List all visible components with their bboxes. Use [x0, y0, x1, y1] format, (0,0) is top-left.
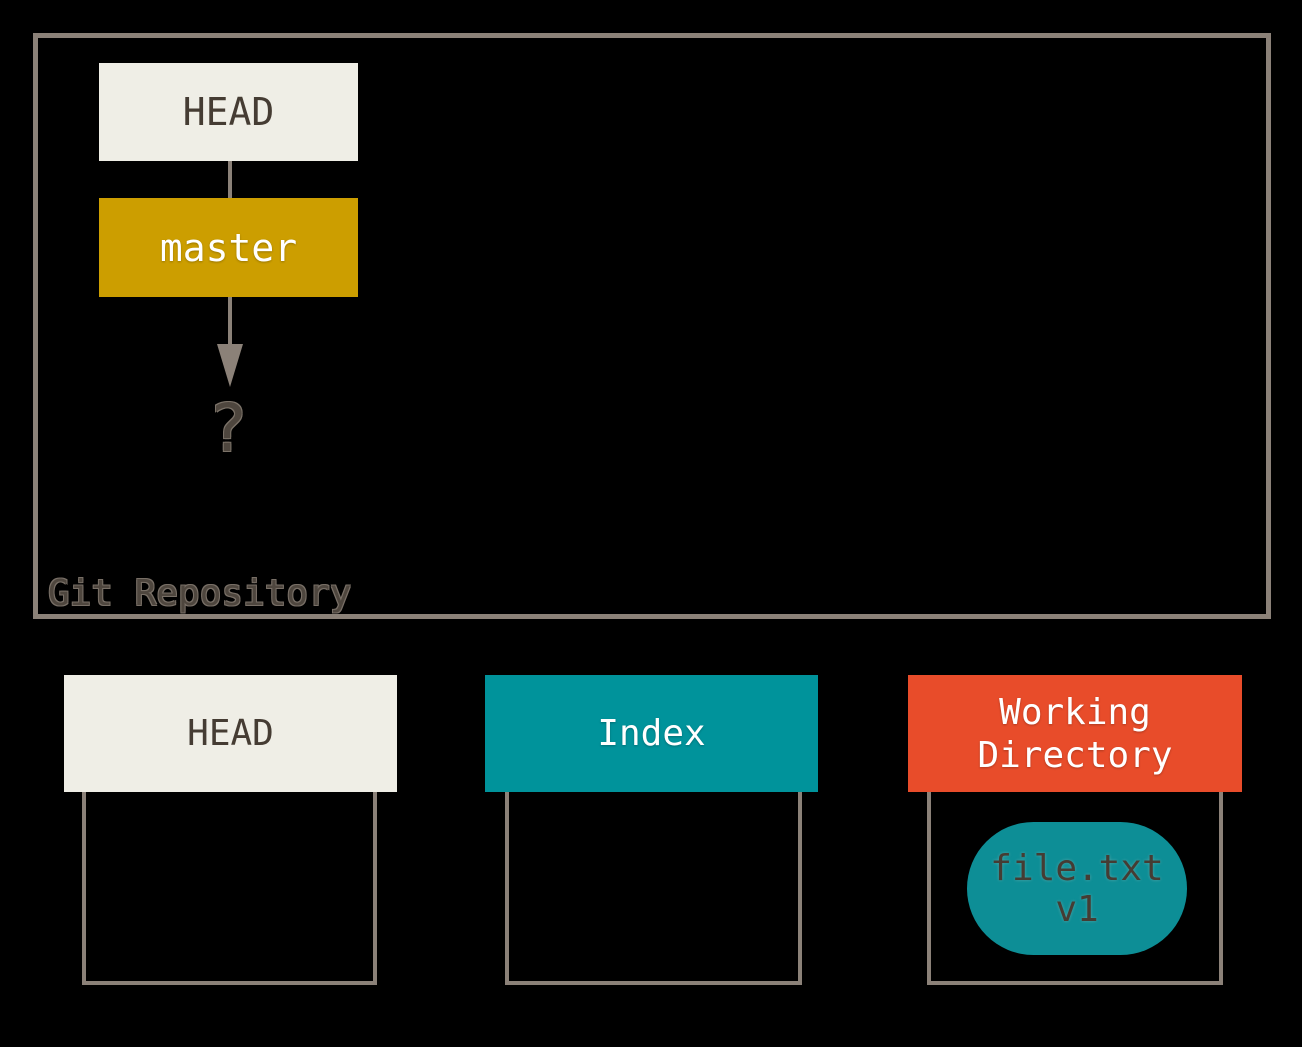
master-branch-label: master — [159, 225, 298, 270]
master-branch-box: master — [99, 198, 358, 297]
file-blob-version: v1 — [1055, 888, 1099, 930]
git-repository-panel — [33, 33, 1271, 619]
working-directory-column-label: Working Directory — [977, 691, 1173, 776]
file-blob-name: file.txt — [990, 847, 1164, 889]
unknown-commit-placeholder: ? — [208, 390, 248, 467]
working-directory-column-header: Working Directory — [908, 675, 1242, 792]
git-repository-label: Git Repository — [48, 573, 352, 614]
head-to-master-connector — [228, 161, 232, 198]
index-column-header: Index — [485, 675, 818, 792]
working-directory-column-body — [927, 792, 1223, 985]
head-column-body — [82, 792, 377, 985]
head-ref-box: HEAD — [99, 63, 358, 161]
arrowhead-down-icon — [217, 344, 243, 387]
master-to-commit-arrow-line — [228, 297, 232, 345]
file-blob: file.txt v1 — [967, 822, 1187, 955]
head-column-label: HEAD — [187, 713, 274, 754]
index-column-body — [505, 792, 802, 985]
head-ref-label: HEAD — [182, 90, 275, 134]
index-column-label: Index — [597, 713, 706, 754]
head-column-header: HEAD — [64, 675, 397, 792]
